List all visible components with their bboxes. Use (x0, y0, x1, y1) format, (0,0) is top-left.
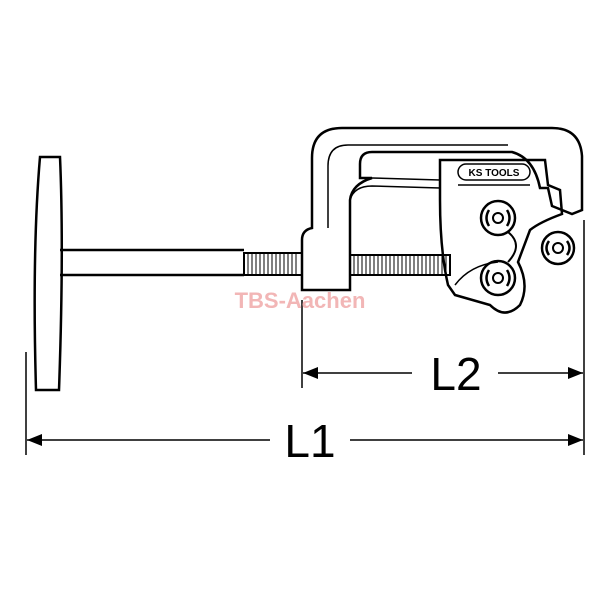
handle-shaft (60, 248, 244, 277)
cutting-wheel-bottom (479, 259, 517, 297)
wheel-housing-curve (507, 231, 517, 263)
brand-logo: KS TOOLS (457, 163, 531, 181)
c-frame (300, 126, 584, 292)
dimension-l1-label: L1 (284, 415, 335, 467)
extension-lines (25, 220, 585, 455)
dimension-l2: L2 (303, 348, 583, 400)
t-handle-grip (33, 155, 64, 392)
dimension-l2-label: L2 (430, 348, 481, 400)
c-frame-inner-edge (327, 144, 508, 228)
cutter-head (438, 158, 564, 314)
cutting-wheel-right (540, 230, 576, 266)
thread-lines (247, 253, 447, 275)
threaded-spindle (243, 252, 451, 276)
cutting-wheel-top (479, 199, 517, 237)
dimension-l1: L1 (27, 415, 583, 467)
brand-logo-text: KS TOOLS (469, 168, 520, 179)
watermark-text: TBS-Aachen (235, 288, 366, 313)
c-frame-slider-edge (349, 177, 441, 201)
